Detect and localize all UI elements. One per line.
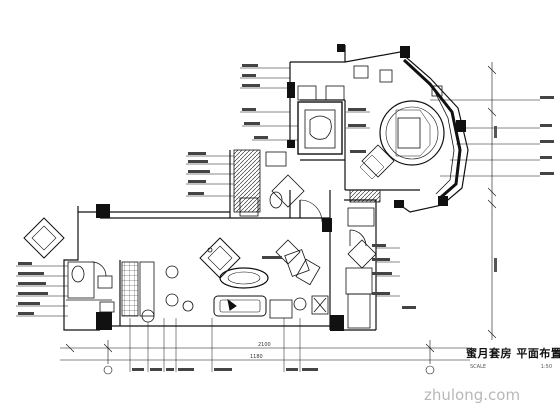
bedroom-wing bbox=[289, 45, 469, 213]
entrance bbox=[347, 189, 381, 329]
leaders-left bbox=[16, 67, 298, 317]
round-bed bbox=[379, 100, 445, 166]
wall-columns bbox=[96, 44, 466, 331]
dimension-bottom bbox=[60, 340, 470, 364]
axis-markers bbox=[103, 365, 435, 375]
scale-value: 1:50 bbox=[540, 364, 552, 370]
dimension-right-ticks bbox=[494, 126, 497, 272]
watermark: zhulong.com bbox=[424, 386, 521, 404]
living-decor bbox=[165, 247, 307, 312]
bay-window bbox=[402, 58, 462, 200]
bedroom-chairs bbox=[353, 65, 443, 97]
scale-row: SCALE 1:50 bbox=[466, 364, 556, 370]
scale-label: SCALE bbox=[470, 364, 487, 370]
sofa-set bbox=[213, 267, 293, 319]
title-block: 蜜月套房 平面布置图 SCALE 1:50 bbox=[466, 345, 560, 370]
leader-tags bbox=[18, 64, 416, 315]
wardrobe bbox=[121, 261, 155, 323]
bedroom-rug bbox=[297, 85, 345, 155]
leaders-bottom bbox=[129, 318, 301, 372]
leaders-right bbox=[346, 99, 540, 297]
bottom-tags bbox=[132, 368, 318, 371]
dim-label-2: 1180 bbox=[250, 354, 263, 360]
drawing-title: 蜜月套房 平面布置图 bbox=[466, 347, 560, 360]
dim-label-1: 2100 bbox=[258, 342, 271, 348]
dimension-right bbox=[487, 62, 497, 340]
bath-fixtures bbox=[233, 149, 287, 217]
right-tags bbox=[540, 96, 554, 175]
left-bath bbox=[66, 261, 115, 313]
armchairs bbox=[284, 249, 373, 315]
